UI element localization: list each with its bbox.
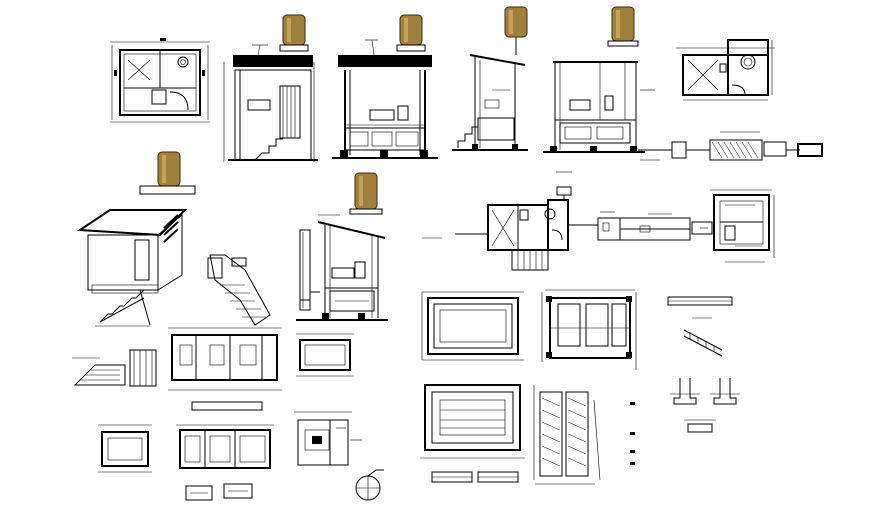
- section-1: [332, 14, 438, 159]
- foundation-plan-2: [541, 289, 637, 370]
- toilet-plan-top-right: [676, 39, 775, 101]
- foundation-plan-1: [421, 291, 524, 361]
- toilet-plan-top-left: [110, 38, 210, 123]
- footing-plan-3: [420, 384, 525, 483]
- front-elevation-1: [223, 14, 318, 162]
- side-section-2: [543, 6, 655, 153]
- isometric-view: [76, 151, 196, 327]
- section-with-tank: [296, 172, 388, 321]
- side-section-1: [452, 6, 528, 151]
- plan-right: [700, 189, 775, 263]
- column-detail-group: [533, 385, 635, 485]
- beam-detail: [667, 296, 733, 357]
- stair-detail: [207, 254, 271, 326]
- bottom-center-details: [294, 411, 384, 501]
- drain-detail-right: [638, 131, 823, 161]
- site-layout-plan: [422, 171, 713, 271]
- small-details-bottom-left: [72, 327, 354, 501]
- footing-section-group: [670, 378, 740, 433]
